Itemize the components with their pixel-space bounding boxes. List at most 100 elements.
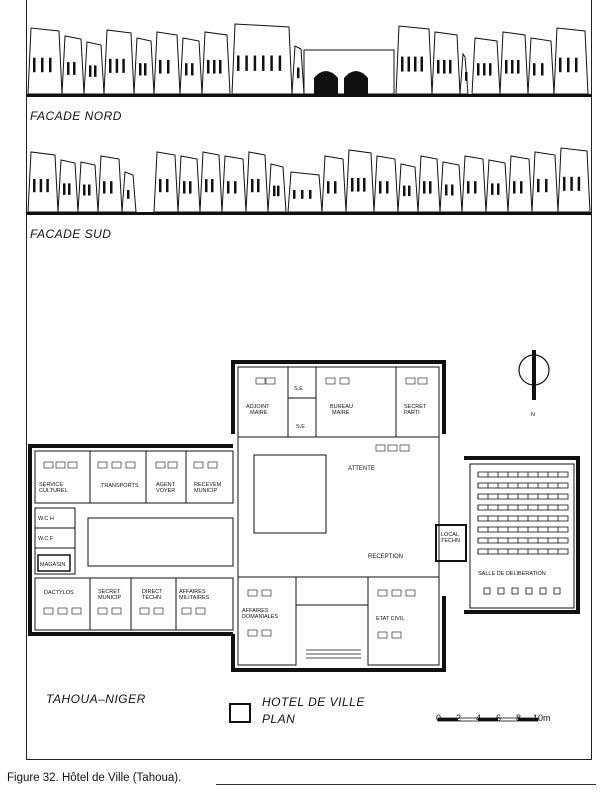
window-slit <box>49 57 52 73</box>
desk <box>417 377 428 385</box>
window-slit <box>414 56 417 72</box>
window-slit <box>237 55 240 71</box>
window-slit <box>251 179 254 193</box>
tower-block <box>27 151 59 213</box>
top-wing-wall <box>231 360 446 434</box>
room-agent-voyer-l2: VOYER <box>156 488 175 494</box>
window-slit <box>67 62 70 75</box>
seat-row <box>477 471 569 478</box>
window-slit <box>517 59 520 74</box>
window-slit <box>357 177 360 192</box>
window-slit <box>167 59 170 74</box>
window-slit <box>234 181 237 194</box>
window-slit <box>483 63 486 76</box>
window-slit <box>505 59 508 74</box>
podium-seat <box>539 587 547 595</box>
window-slit <box>127 190 130 199</box>
desk <box>97 607 108 615</box>
window-slit <box>89 65 92 77</box>
tower-block <box>557 147 591 213</box>
office-desks <box>43 377 428 639</box>
desk <box>261 629 272 637</box>
arch <box>344 71 368 94</box>
window-slit <box>144 63 147 76</box>
drawing-frame <box>26 0 592 760</box>
podium-seat <box>511 587 519 595</box>
window-slit <box>211 179 214 193</box>
window-slit <box>467 181 470 194</box>
window-slit <box>449 59 452 74</box>
legend-swatch <box>229 703 251 723</box>
seat-row <box>477 515 569 522</box>
tower-block <box>553 27 589 95</box>
window-slit <box>83 184 86 196</box>
room-transports: TRANSPORTS <box>101 483 139 489</box>
room-attente: ATTENTE <box>348 466 375 472</box>
room-salle-deliberation: SALLE DE DELIBERATION <box>478 571 546 577</box>
window-slit <box>227 181 230 194</box>
window-slit <box>401 56 404 72</box>
window-slit <box>159 59 162 74</box>
room-recevem-municip-l1: RECEVEM <box>194 482 222 488</box>
window-slit <box>257 179 260 193</box>
desk <box>67 461 78 469</box>
desk <box>97 461 108 469</box>
seat-row <box>477 504 569 511</box>
desk <box>325 377 336 385</box>
window-slit <box>191 63 194 76</box>
arch <box>314 71 338 94</box>
desk <box>391 589 402 597</box>
tower-block <box>345 149 375 213</box>
window-slit <box>437 59 440 74</box>
window-slit <box>103 181 106 194</box>
window-slit <box>497 183 500 195</box>
desk <box>255 377 266 385</box>
podium-seat <box>553 587 561 595</box>
seat-row <box>477 537 569 544</box>
window-slit <box>122 58 125 73</box>
window-slit <box>189 181 192 194</box>
desk <box>207 461 218 469</box>
desk <box>405 377 416 385</box>
room-direct-techn-l2: TECHN <box>142 595 161 601</box>
desk <box>55 461 66 469</box>
desk <box>111 461 122 469</box>
facade-sud-label: FACADE SUD <box>30 227 112 241</box>
room-dactylos: DACTYLOS <box>44 590 74 596</box>
floor-plan: N ADJOINT MAIRE S.E BUREAU MAIRE SECRET … <box>28 350 580 672</box>
room-affaires-militaires-l1: AFFAIRES <box>179 589 206 595</box>
room-wc-h: W.C H <box>38 516 54 522</box>
window-slit <box>270 55 273 71</box>
room-magasin: MAGASIN <box>40 562 65 568</box>
courtyard <box>87 517 234 567</box>
desk <box>193 461 204 469</box>
tower-block <box>431 31 461 95</box>
window-slit <box>570 176 573 191</box>
window-slit <box>39 179 43 193</box>
room-adjoint-maire-l1: ADJOINT <box>246 404 270 410</box>
window-slit <box>293 190 296 199</box>
window-slit <box>474 181 477 194</box>
desk <box>195 607 206 615</box>
window-slit <box>537 179 540 193</box>
window-slit <box>245 55 248 71</box>
attente-zone <box>253 454 327 534</box>
window-slit <box>567 57 570 73</box>
window-slit <box>41 57 44 73</box>
window-slit <box>443 59 446 74</box>
window-slit <box>46 179 49 193</box>
seat-row <box>477 482 569 489</box>
seat-row <box>477 548 569 555</box>
podium-seat <box>497 587 505 595</box>
scale-tick-6: 6 <box>496 713 502 723</box>
scale-tick-2: 2 <box>456 713 462 723</box>
seat-row <box>477 526 569 533</box>
room-agent-voyer-l1: AGENT <box>156 482 176 488</box>
room-service-culturel-l1: SERVICE <box>39 482 63 488</box>
facade-nord-label: FACADE NORD <box>30 109 122 123</box>
window-slit <box>213 59 216 74</box>
tower-block <box>499 31 529 95</box>
window-slit <box>363 177 366 192</box>
window-slit <box>423 181 426 194</box>
seat-row <box>477 493 569 500</box>
